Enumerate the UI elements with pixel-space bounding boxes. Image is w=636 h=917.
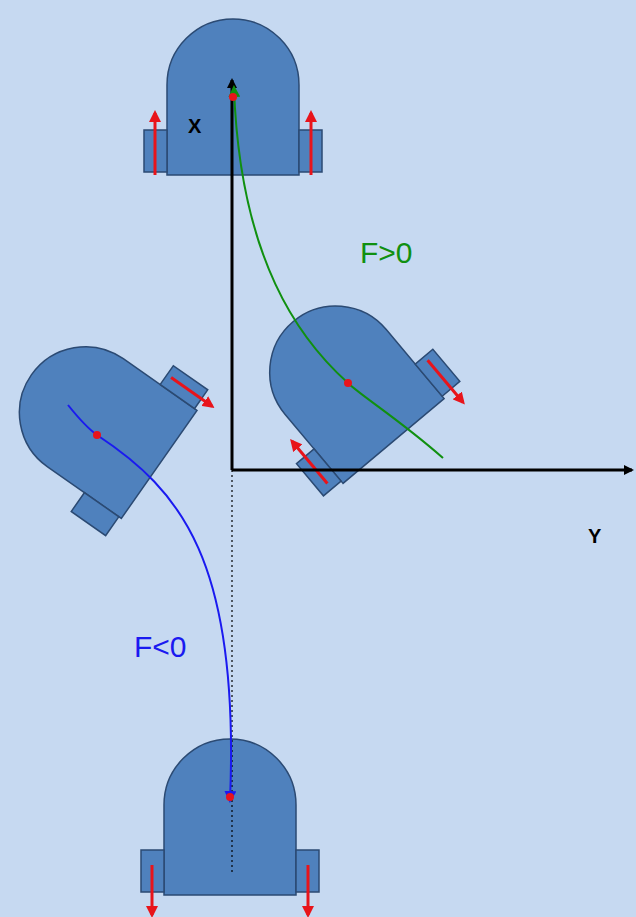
y-axis xyxy=(232,469,632,472)
trajectory-positive xyxy=(234,88,443,458)
robot-left xyxy=(0,302,218,543)
force-label: F<0 xyxy=(134,632,187,662)
robot-right xyxy=(225,264,471,509)
x-axis xyxy=(231,80,234,470)
dotted-guide xyxy=(231,470,232,872)
trajectory-negative xyxy=(68,405,231,800)
axis-label: X xyxy=(188,116,201,136)
force-label: F>0 xyxy=(360,238,413,268)
axis-label: Y xyxy=(588,526,601,546)
